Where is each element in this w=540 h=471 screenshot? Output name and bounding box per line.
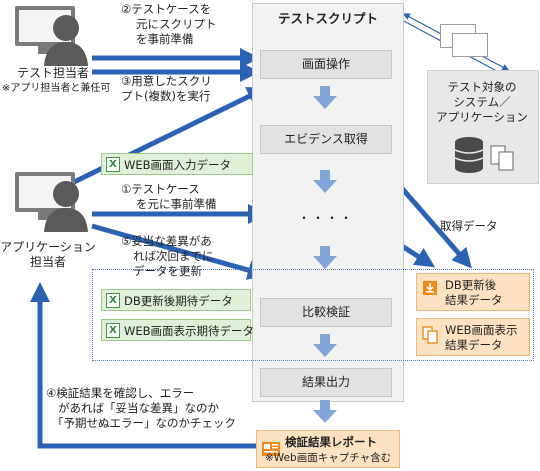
system-label-1: テスト対象の [447, 80, 517, 94]
step2-text-1: ②テストケースを [121, 2, 212, 16]
report-label-1: 検証結果レポート [285, 435, 377, 449]
verification-report-tag: 検証結果レポート ※Web画面キャプチャ含む [256, 430, 400, 468]
db-expected-data-label: DB更新後期待データ [124, 294, 233, 308]
web-input-data-label: WEB画面入力データ [124, 158, 232, 172]
app-owner-label-1: アプリケーション [0, 240, 96, 254]
step-evidence-capture: エビデンス取得 [260, 125, 392, 154]
step4-text-2: があれば「妥当な差異」なのか [58, 401, 219, 415]
db-result-label-2: 結果データ [445, 293, 503, 307]
system-label-3: アプリケーション [436, 110, 528, 124]
step5-text-2: れば次回までに [133, 249, 214, 263]
web-expected-data-label: WEB画面表示期待データ [124, 324, 255, 338]
db-result-label-1: DB更新後 [445, 278, 497, 292]
step-ellipsis: ・・・・ [297, 211, 354, 225]
step5-text-1: ⑤妥当な差異があ [121, 234, 212, 248]
db-result-data-tag: DB更新後 結果データ [416, 273, 530, 311]
step3-text-2: プト(複数)を実行 [121, 89, 211, 103]
step2-text-3: を事前準備 [136, 32, 194, 46]
step3-text-1: ③用意したスクリ [121, 74, 212, 88]
db-expected-data-tag: X DB更新後期待データ [101, 289, 251, 311]
step4-text-3: 「予期せぬエラー」なのかチェック [52, 416, 236, 430]
app-owner-label-2: 担当者 [29, 255, 66, 269]
excel-icon: X [106, 323, 120, 338]
step1-text-1: ①テストケース [121, 182, 200, 196]
download-icon [423, 281, 437, 295]
arrow-update-data [91, 223, 268, 280]
web-input-data-tag: X WEB画面入力データ [101, 153, 253, 175]
app-owner-person-icon [15, 172, 88, 232]
arrow-feedback-loop [30, 282, 256, 449]
tester-label: テスト担当者 [16, 66, 89, 80]
web-expected-data-tag: X WEB画面表示期待データ [101, 319, 255, 341]
web-result-data-tag: WEB画面表示 結果データ [416, 318, 530, 356]
step1-text-2: を元に事前準備 [136, 197, 217, 211]
web-result-label-2: 結果データ [445, 338, 503, 352]
step-output: 結果出力 [260, 368, 392, 397]
tester-person-icon [15, 6, 88, 66]
step-comparison: 比較検証 [260, 298, 392, 327]
step4-text-1: ④検証結果を確認し、エラー [46, 386, 195, 400]
documents-icon [422, 326, 438, 344]
web-result-label-1: WEB画面表示 [445, 323, 518, 337]
script-panel-title: テストスクリプト [277, 11, 378, 26]
step5-text-3: データを更新 [133, 264, 202, 278]
database-icon [454, 137, 514, 173]
report-icon [262, 442, 280, 456]
system-label-2: システム／ [453, 95, 511, 109]
comparison-data-group [92, 269, 534, 361]
excel-icon: X [106, 293, 120, 308]
acquired-data-label: 取得データ [440, 219, 498, 233]
report-label-2: ※Web画面キャプチャ含む [265, 452, 392, 464]
step-screen-operation: 画面操作 [260, 50, 392, 79]
system-window-icon-2 [452, 33, 488, 57]
tester-note: ※アプリ担当者と兼任可 [2, 83, 111, 94]
step2-text-2: 元にスクリプト [136, 17, 217, 31]
excel-icon: X [106, 157, 120, 172]
